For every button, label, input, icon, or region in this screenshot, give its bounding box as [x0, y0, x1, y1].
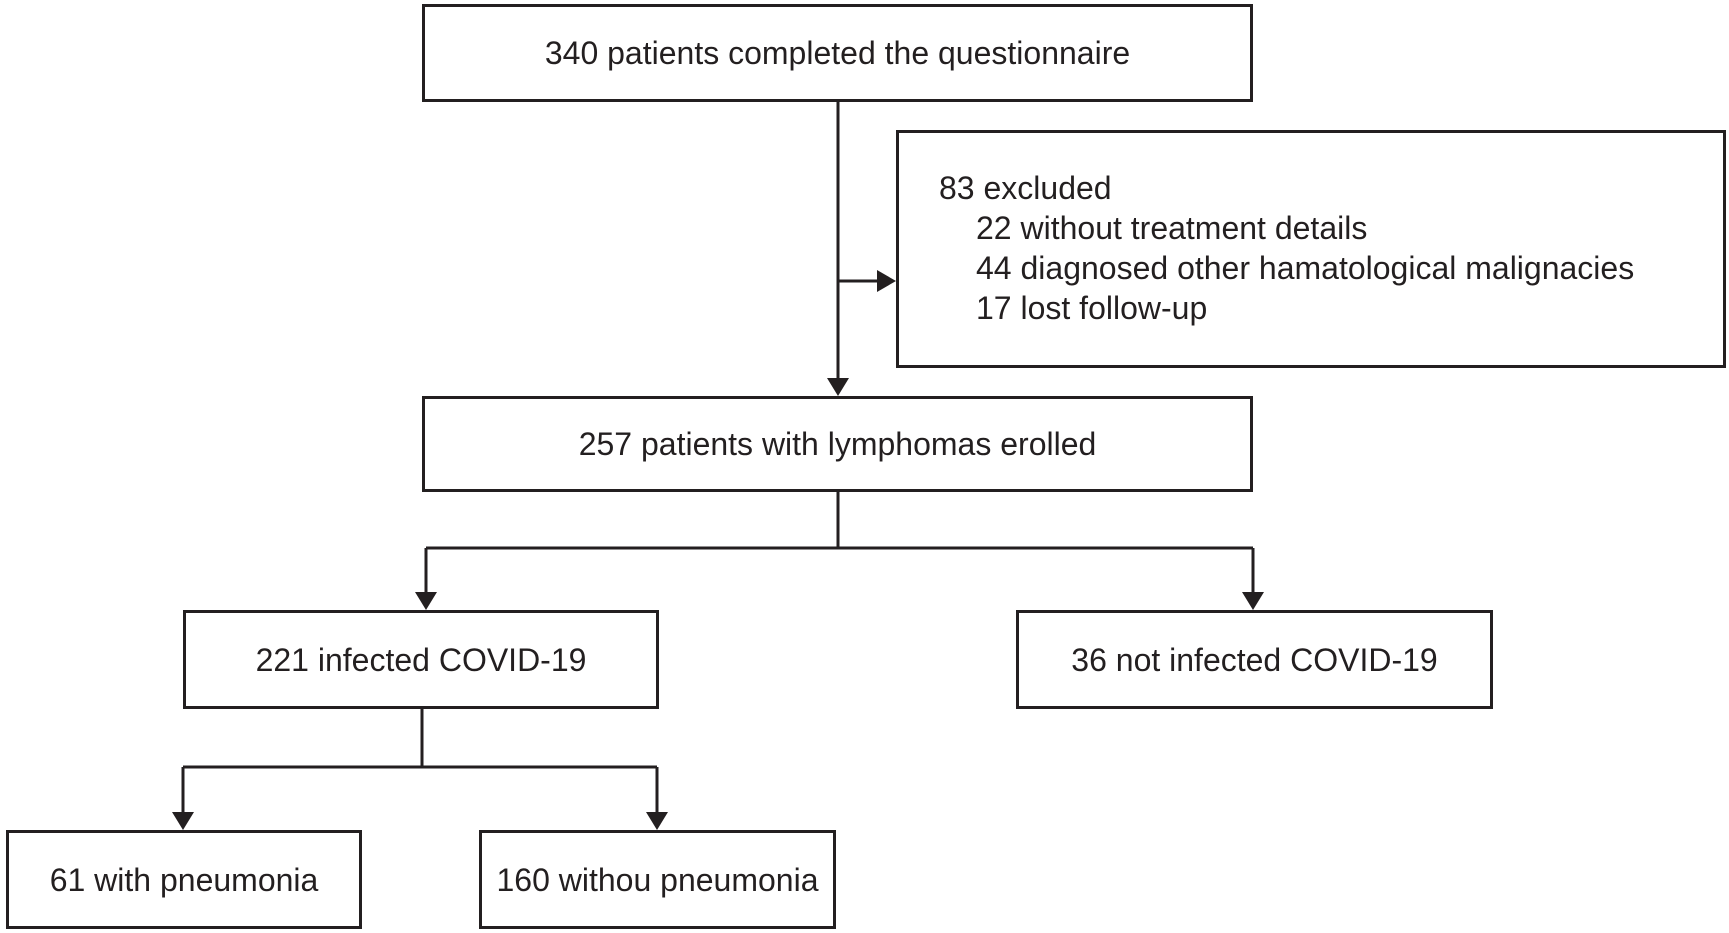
with-pneumonia-box: 61 with pneumonia — [6, 830, 362, 929]
excluded-box: 83 excluded 22 without treatment details… — [896, 130, 1726, 368]
questionnaire-label: 340 patients completed the questionnaire — [544, 35, 1131, 71]
enrolled-label: 257 patients with lymphomas erolled — [578, 426, 1097, 462]
enrolled-box: 257 patients with lymphomas erolled — [422, 396, 1253, 492]
excluded-item: 22 without treatment details — [976, 210, 1368, 246]
arrowhead-to-excluded — [877, 270, 896, 292]
arrowhead-to-infected — [415, 592, 437, 610]
excluded-item: 17 lost follow-up — [976, 290, 1208, 326]
questionnaire-box: 340 patients completed the questionnaire — [422, 4, 1253, 102]
arrowhead-to-with-pneumonia — [172, 812, 194, 830]
arrowhead-to-not-infected — [1242, 592, 1264, 610]
excluded-header: 83 excluded — [939, 170, 1112, 206]
infected-label: 221 infected COVID-19 — [255, 641, 587, 678]
without-pneumonia-box: 160 withou pneumonia — [479, 830, 836, 929]
arrowhead-to-enrolled — [827, 378, 849, 396]
arrowhead-to-without-pneumonia — [646, 812, 668, 830]
not-infected-box: 36 not infected COVID-19 — [1016, 610, 1493, 709]
with-pneumonia-label: 61 with pneumonia — [49, 861, 319, 898]
not-infected-label: 36 not infected COVID-19 — [1071, 641, 1438, 678]
infected-box: 221 infected COVID-19 — [183, 610, 659, 709]
without-pneumonia-label: 160 withou pneumonia — [496, 861, 819, 898]
excluded-item: 44 diagnosed other hamatological maligna… — [976, 250, 1635, 286]
